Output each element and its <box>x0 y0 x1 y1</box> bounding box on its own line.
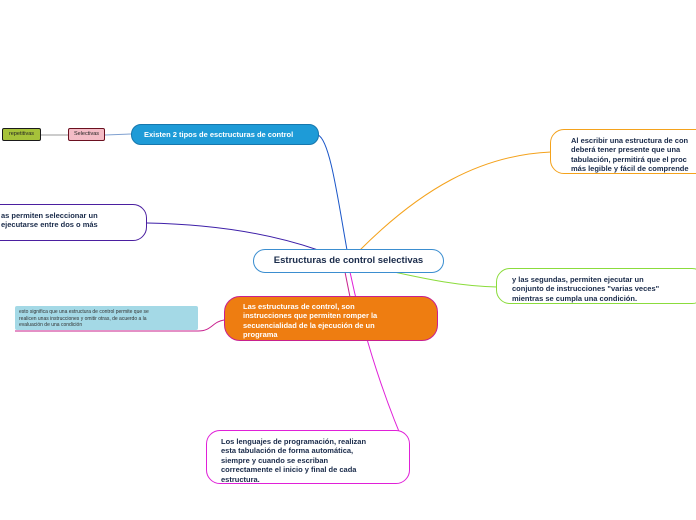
topic-lenguajes[interactable]: Los lenguajes de programación, realizan … <box>206 430 410 484</box>
topic-repetitivas[interactable]: repetitivas <box>2 128 41 141</box>
topic-definicion[interactable]: Las estructuras de control, son instrucc… <box>224 296 438 341</box>
link-central-tipos <box>317 134 348 251</box>
note-condicion[interactable]: esto significa que una estructura de con… <box>15 306 198 330</box>
link-main-note <box>15 319 225 332</box>
topic-tipos-estructuras[interactable]: Existen 2 tipos de esctructuras de contr… <box>131 124 319 145</box>
link-central-orange <box>359 151 552 251</box>
link-central-left <box>146 222 319 251</box>
topic-selectivas-label: Selectivas <box>73 131 100 138</box>
topic-primeras-label: as permiten seleccionar un ejecutarse en… <box>1 211 98 230</box>
central-topic[interactable]: Estructuras de control selectivas <box>253 249 444 273</box>
central-topic-label: Estructuras de control selectivas <box>273 255 424 267</box>
note-condicion-label: esto significa que una estructura de con… <box>19 309 149 328</box>
link-central-green <box>384 269 498 288</box>
topic-tabulacion[interactable]: Al escribir una estructura de con deberá… <box>550 129 696 174</box>
topic-primeras[interactable]: as permiten seleccionar un ejecutarse en… <box>0 204 147 241</box>
link-tipos-selectivas <box>104 133 132 136</box>
topic-segundas-label: y las segundas, permiten ejecutar un con… <box>512 275 660 303</box>
topic-tipos-label: Existen 2 tipos de esctructuras de contr… <box>144 129 294 139</box>
link-central-main <box>344 271 351 298</box>
topic-tabulacion-label: Al escribir una estructura de con deberá… <box>571 136 689 174</box>
topic-selectivas[interactable]: Selectivas <box>68 128 105 141</box>
topic-repetitivas-label: repetitivas <box>8 131 35 138</box>
topic-lenguajes-label: Los lenguajes de programación, realizan … <box>221 437 367 484</box>
topic-definicion-label: Las estructuras de control, son instrucc… <box>243 302 378 340</box>
topic-segundas[interactable]: y las segundas, permiten ejecutar un con… <box>496 268 696 304</box>
